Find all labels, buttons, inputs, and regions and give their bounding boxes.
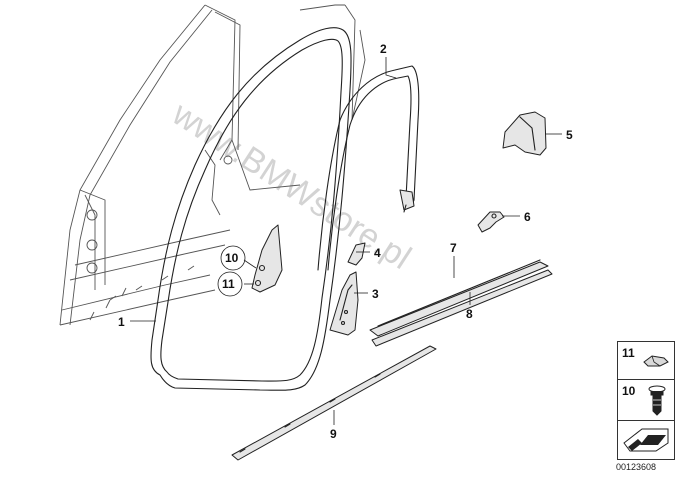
- legend-label-10: 10: [622, 384, 636, 398]
- legend-item-10: 10: [618, 380, 674, 421]
- part-8-sill-strip: [371, 269, 553, 347]
- callout-numbers: 1 2 3 4 5 6 7 8 9 10 11: [118, 42, 573, 441]
- callout-8: 8: [466, 307, 473, 321]
- part-6-clip: [477, 211, 505, 233]
- part-3-triangle-trim: [329, 271, 359, 336]
- callout-11-circle: [217, 271, 243, 297]
- callout-3: 3: [372, 287, 379, 301]
- push-rivet-icon: [648, 385, 666, 416]
- leader-lines: [130, 57, 562, 425]
- part-2-frame-seal: [317, 65, 420, 271]
- arrow-icon: [623, 428, 669, 452]
- clip-icon: [643, 355, 669, 367]
- part-1-door-seal: [150, 27, 352, 391]
- part-4-seal-piece: [347, 242, 366, 266]
- legend-item-11: 11: [618, 342, 674, 380]
- diagram-number: 00123608: [616, 462, 657, 472]
- callout-4: 4: [374, 246, 381, 260]
- callout-2: 2: [380, 42, 387, 56]
- callout-7: 7: [450, 241, 457, 255]
- part-9-lower-strip: [231, 345, 437, 461]
- callout-1: 1: [118, 315, 125, 329]
- callout-11: 11: [222, 277, 235, 291]
- legend-item-arrow: [618, 421, 674, 459]
- body-side-frame: [59, 4, 366, 326]
- part-7-sill-strip: [369, 259, 549, 337]
- legend-label-11: 11: [622, 346, 635, 360]
- callout-10: 10: [225, 251, 239, 265]
- callout-5: 5: [566, 128, 573, 142]
- callout-6: 6: [524, 210, 531, 224]
- part-10-11-bracket: [251, 224, 283, 293]
- callout-9: 9: [330, 427, 337, 441]
- part-5-corner-trim: [502, 111, 547, 156]
- callout-10-circle: [220, 245, 246, 271]
- parts-legend: 11 10: [617, 341, 675, 460]
